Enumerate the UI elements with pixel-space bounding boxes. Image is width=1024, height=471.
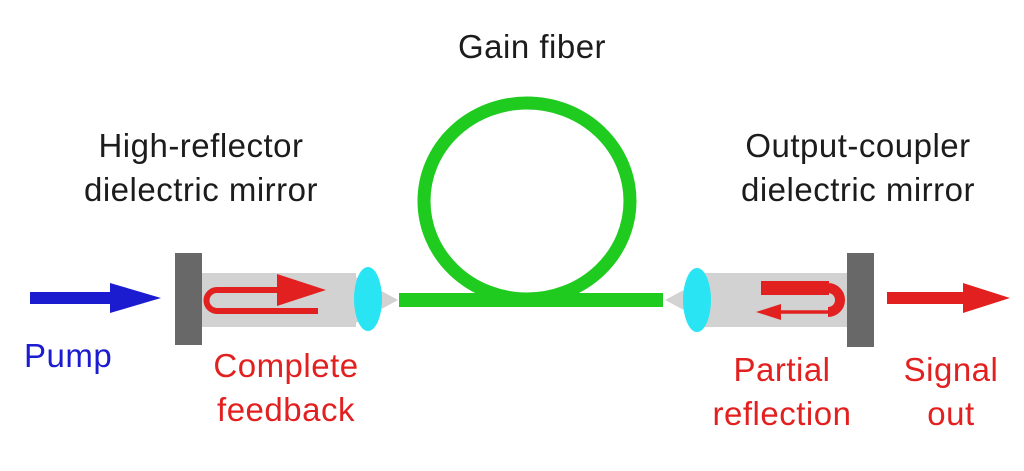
high-reflector-label-line1: High-reflector [98,127,304,164]
signal-out-label: Signal out [904,348,999,436]
pump-arrow-icon [30,283,161,313]
output-coupler-mirror [847,253,874,347]
output-coupler-label-line2: dielectric mirror [740,171,976,208]
pump-label: Pump [24,337,113,374]
partial-reflection-label-line1: Partial [733,351,831,388]
output-coupler-label: Output-coupler dielectric mirror [741,124,975,212]
complete-feedback-label-line1: Complete [213,347,359,384]
partial-reflection-label: Partial reflection [713,348,852,436]
right-lens-icon [683,268,711,332]
high-reflector-mirror [175,253,202,345]
gain-fiber-loop [417,96,637,306]
high-reflector-label: High-reflector dielectric mirror [84,124,318,212]
gain-fiber-label: Gain fiber [457,28,607,65]
signal-out-label-line1: Signal [903,351,999,388]
partial-reflection-arrow-icon [756,281,845,320]
complete-feedback-label: Complete feedback [213,344,358,432]
partial-reflection-label-line2: reflection [712,395,852,432]
output-coupler-label-line1: Output-coupler [745,127,971,164]
complete-feedback-arrow-icon [203,274,326,314]
high-reflector-label-line2: dielectric mirror [83,171,319,208]
left-lens-icon [354,267,382,331]
complete-feedback-label-line2: feedback [217,391,355,428]
signal-out-label-line2: out [927,395,975,432]
signal-out-arrow-icon [887,283,1010,313]
